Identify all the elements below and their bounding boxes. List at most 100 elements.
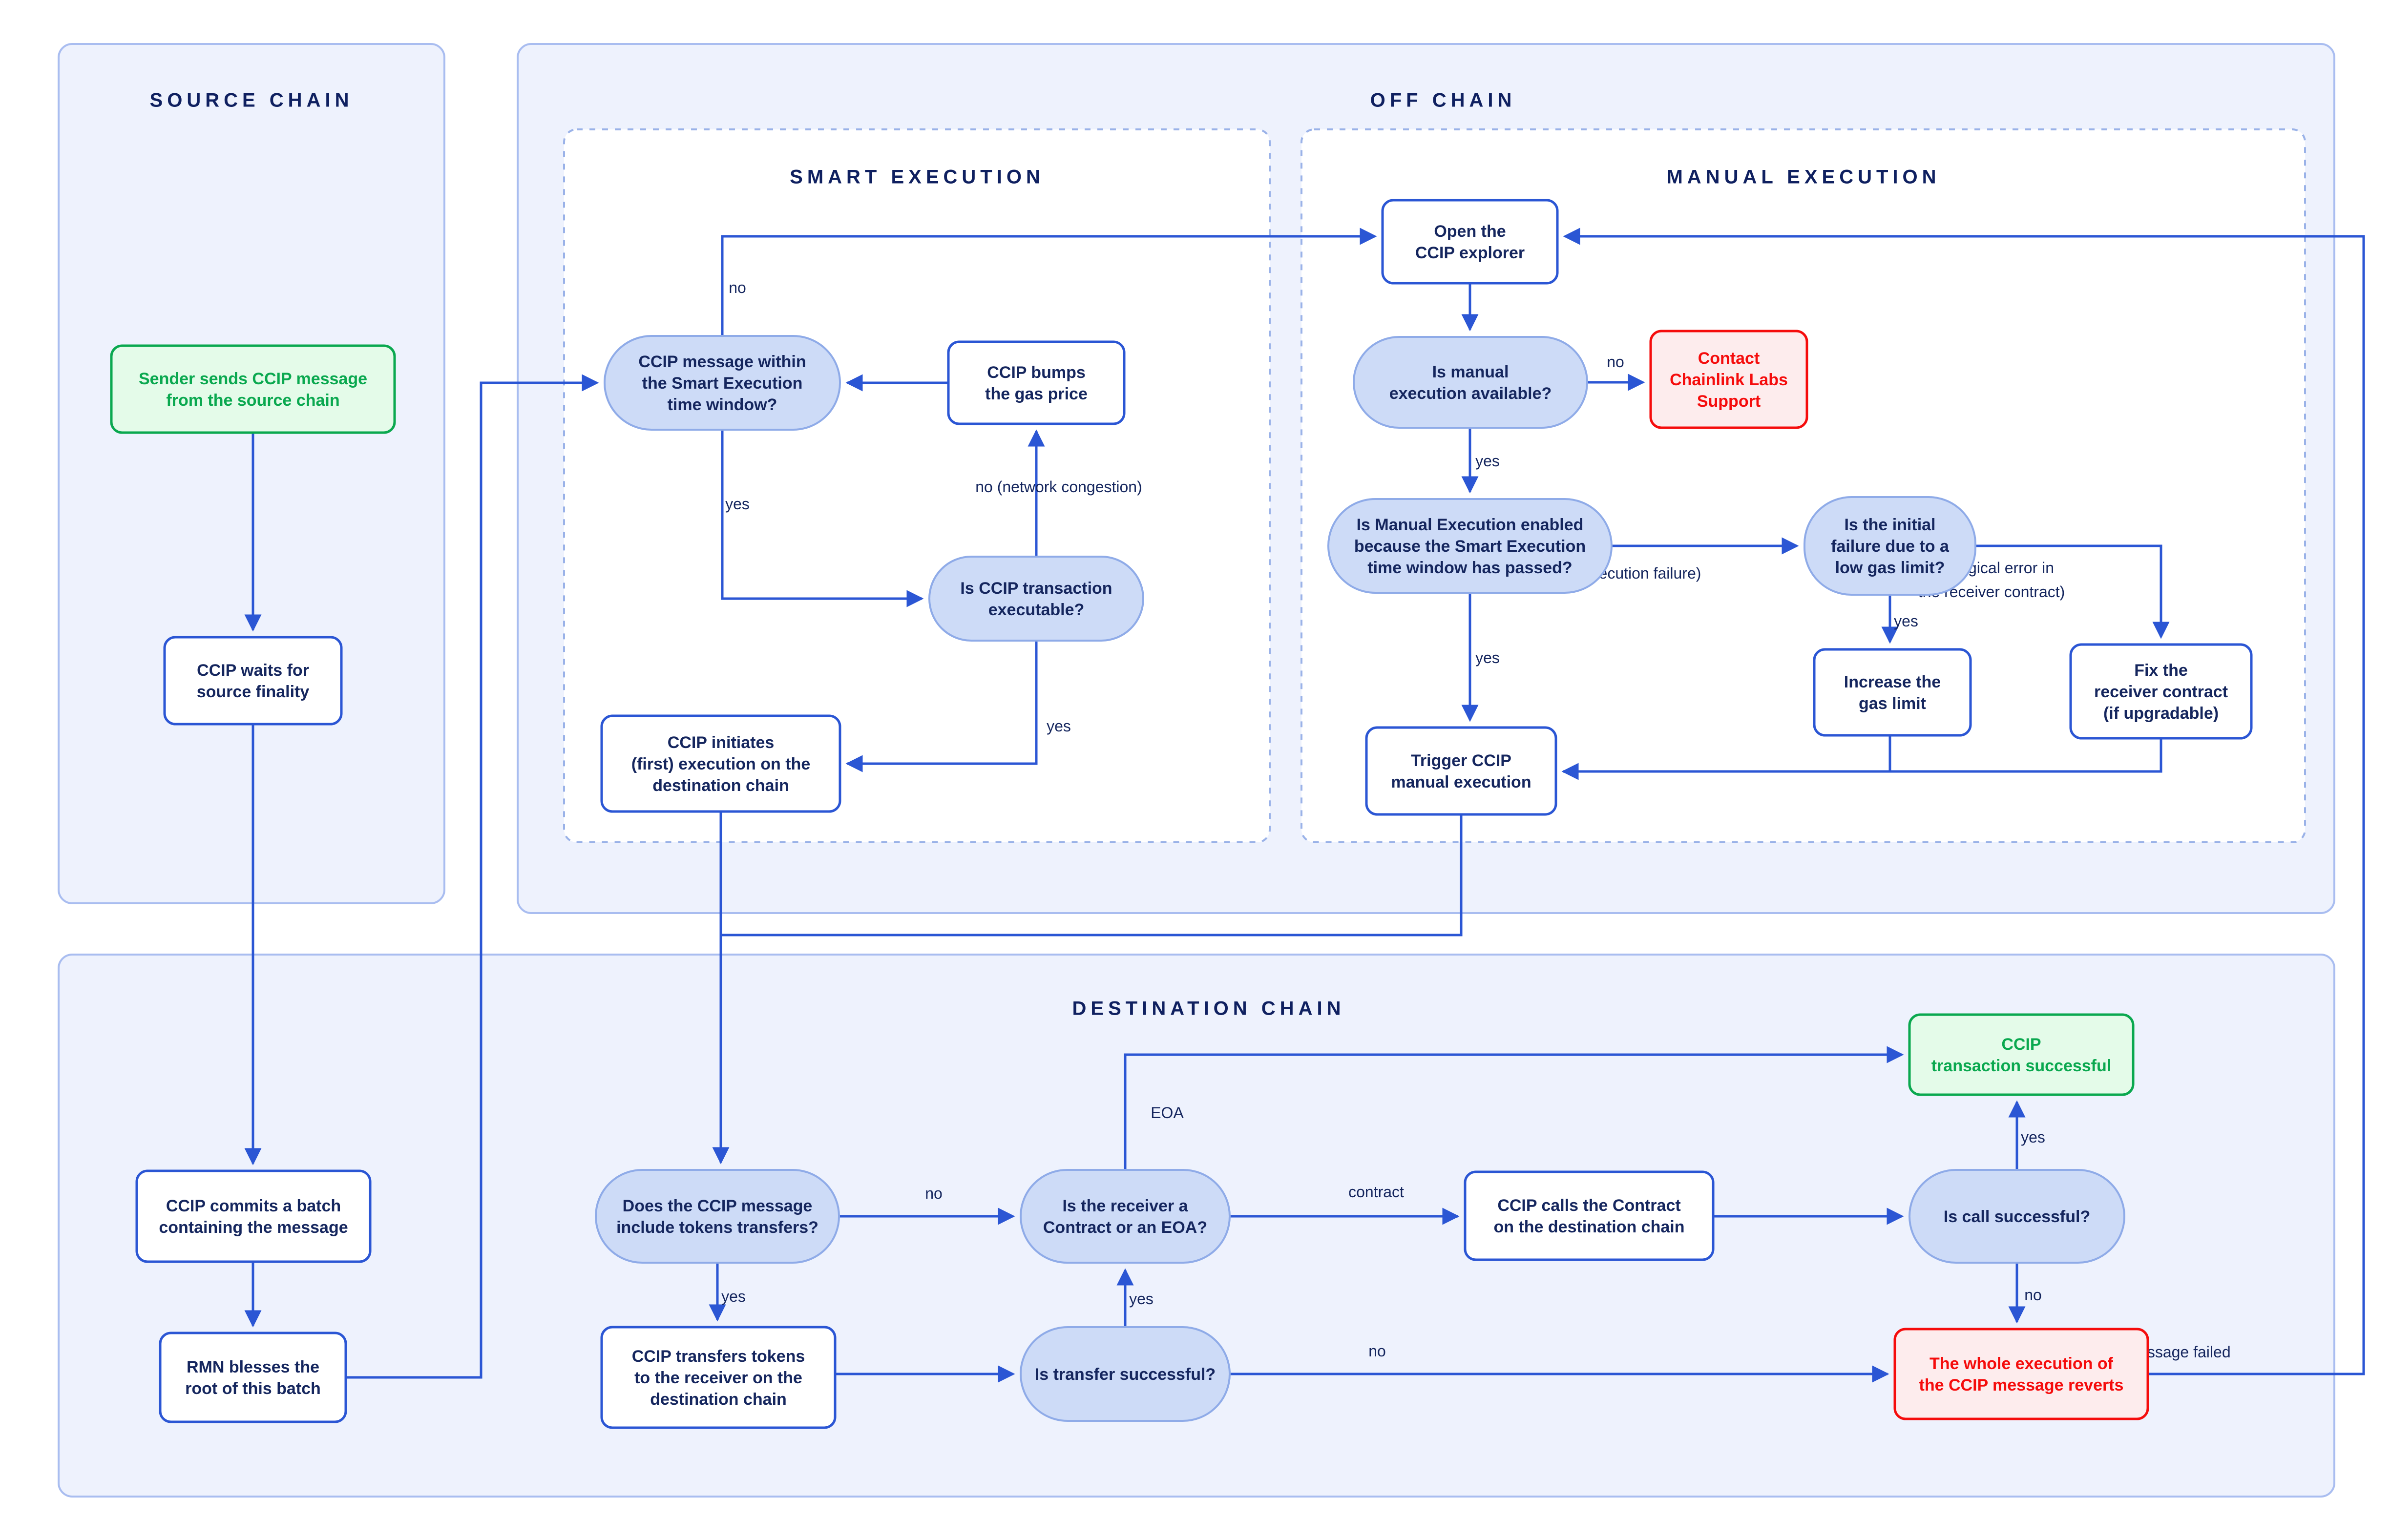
edge-fix-to-trigger [1890,738,2162,773]
node-transfer-successful[interactable]: Is transfer successful? [1020,1326,1231,1422]
edge-label-label-call-yes: yes [2021,1128,2045,1146]
subpanel-frame [563,128,1271,843]
node-label: CCIP commits a batch [166,1197,341,1215]
node-label: the Smart Execution [642,374,803,393]
node-low-gas-limit[interactable]: Is the initial failure due to a low gas li… [1804,496,1976,596]
node-shape[interactable] [595,1169,840,1264]
edge-label-label-window-no: no [729,279,746,296]
node-shape[interactable] [604,335,841,431]
node-ccip-commits[interactable]: CCIP commits a batch containing the messa… [135,1169,372,1263]
node-shape[interactable] [1649,330,1808,429]
node-label: CCIP calls the Contract [1497,1196,1680,1215]
panel-source-chain: SOURCE CHAIN [58,43,445,904]
edge-message-failed-loop [1563,228,2365,1375]
node-calls-contract[interactable]: CCIP calls the Contract on the destinatio… [1464,1170,1715,1261]
node-shape[interactable] [1365,726,1557,816]
edge-label-label-receiver-contract: contract [1348,1183,1404,1201]
edge-label-label-available-yes: yes [1475,452,1500,470]
node-label: CCIP initiates [668,733,775,752]
edges-layer [244,228,2365,1383]
edge-label-label-tokens-yes: yes [721,1288,746,1305]
node-label: CCIP explorer [1415,244,1525,262]
node-label: Is the initial [1844,516,1935,534]
subpanel-title: SMART EXECUTION [790,166,1045,188]
node-label: the CCIP message reverts [1919,1376,2124,1394]
node-shape[interactable] [1353,336,1588,429]
node-label: containing the message [159,1218,348,1237]
node-shape[interactable] [600,714,841,813]
node-shape[interactable] [1804,496,1976,596]
node-label: execution available? [1389,384,1552,403]
node-label: CCIP message within [638,353,806,371]
node-label: Is Manual Execution enabled [1357,516,1584,534]
node-label: receiver contract [2094,683,2228,701]
node-label: failure due to a [1831,537,1950,556]
edge-label-label-transfer-yes: yes [1129,1290,1154,1308]
node-shape[interactable] [159,1332,347,1423]
node-shape[interactable] [1908,1013,2135,1096]
node-label: (if upgradable) [2103,704,2219,723]
node-manual-enabled[interactable]: Is Manual Execution enabled because the S… [1327,498,1613,594]
node-shape[interactable] [1909,1169,2125,1264]
node-label: root of this batch [185,1379,321,1398]
node-shape[interactable] [1464,1170,1715,1261]
node-label: Is manual [1432,363,1509,381]
node-call-successful[interactable]: Is call successful? [1909,1169,2125,1264]
node-label: Is transfer successful? [1035,1365,1216,1384]
subpanel-manual-execution: MANUAL EXECUTION [1300,128,2306,843]
node-shape[interactable] [2069,643,2253,740]
node-label: include tokens transfers? [616,1218,818,1237]
node-label: destination chain [650,1390,787,1409]
node-ccip-initiates[interactable]: CCIP initiates(first) execution on thede… [600,714,841,813]
panel-title: DESTINATION CHAIN [1072,998,1345,1020]
node-within-window[interactable]: CCIP message within the Smart Execution ti… [604,335,841,431]
node-label: (first) execution on the [631,755,810,773]
node-label: to the receiver on the [634,1369,802,1387]
node-manual-available[interactable]: Is manual execution available? [1353,336,1588,429]
node-shape[interactable] [1381,199,1559,285]
edge-label-label-receiver-eoa: EOA [1151,1104,1184,1122]
node-label: time window? [668,395,777,414]
node-label: CCIP waits for [197,661,309,680]
node-shape[interactable] [1020,1326,1231,1422]
node-shape[interactable] [928,556,1144,642]
edge-label-label-tokens-no: no [925,1185,943,1202]
node-shape[interactable] [1327,498,1613,594]
edge-label-label-executable-yes: yes [1047,717,1071,735]
node-label: time window has passed? [1367,559,1572,577]
subpanel-title: MANUAL EXECUTION [1666,166,1940,188]
node-label: low gas limit? [1835,559,1945,577]
edge-label-label-window-yes: yes [725,495,750,513]
node-label: on the destination chain [1493,1218,1684,1236]
node-label: because the Smart Execution [1354,537,1586,556]
node-includes-tokens[interactable]: Does the CCIP message include tokens tran… [595,1169,840,1264]
node-shape[interactable] [110,344,396,434]
node-shape[interactable] [1893,1328,2149,1420]
node-shape[interactable] [163,636,343,726]
node-label: manual execution [1391,773,1531,791]
node-shape[interactable] [600,1326,837,1429]
node-shape[interactable] [135,1169,372,1263]
node-label: Does the CCIP message [623,1197,813,1215]
node-shape[interactable] [1813,648,1972,737]
node-shape[interactable] [947,340,1126,425]
panel-title: OFF CHAIN [1370,90,1516,111]
node-shape[interactable] [1020,1169,1231,1264]
node-label: the gas price [985,385,1088,403]
